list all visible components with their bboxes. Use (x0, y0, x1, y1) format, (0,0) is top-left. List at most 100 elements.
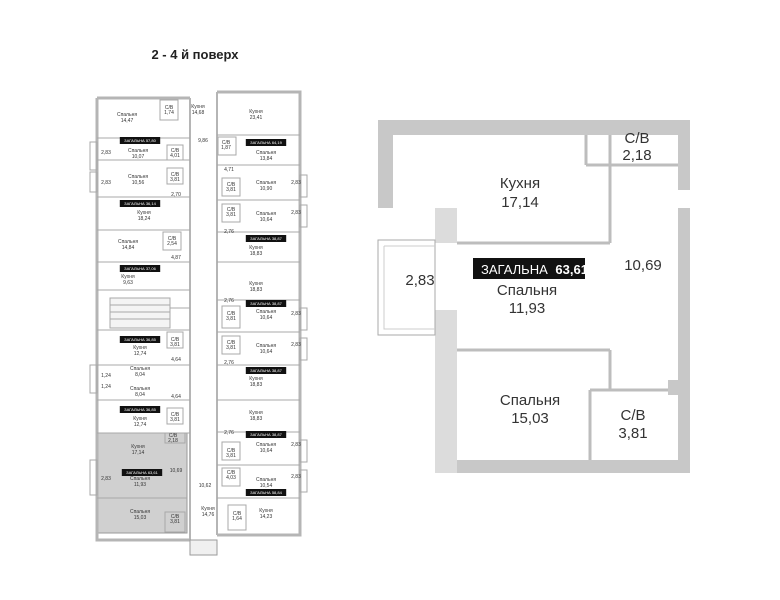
plan-label-west-u4_side: 4,64 (171, 357, 181, 363)
balcony-area: 2,83 (405, 272, 434, 289)
plan-label-east-e4_kit_a: 18,83 (250, 287, 263, 293)
plan-label-west-u2_kit_a: 18,24 (138, 216, 151, 222)
plan-label-west-u1_bed_a: 14,47 (121, 118, 134, 124)
plan-label-west-u3_kit_a: 9,63 (123, 280, 133, 286)
plan-label-east-e7_kit: Кухня (259, 508, 273, 514)
kitchen-name: Кухня (500, 175, 540, 192)
plan-label-east-e6_bath_a: 3,81 (226, 453, 236, 459)
plan-label-west-u2_balc: 2,83 (101, 180, 111, 186)
plan-label-east-e5_mid: 2,76 (224, 360, 234, 366)
plan-label-center-kit_b_a: 14,76 (202, 512, 215, 518)
plan-label-west-u6_bath2: С/В (171, 514, 180, 520)
plan-label-east-e6_bed: Спальня (256, 442, 276, 448)
selected-apartment-highlight[interactable] (96, 432, 188, 534)
plan-label-west-u3_total: ЗАГАЛЬНА 37,06 (124, 266, 156, 271)
plan-label-west-u1_total: ЗАГАЛЬНА 57,80 (124, 138, 156, 143)
plan-label-west-u1_bath_a: 1,74 (164, 110, 174, 116)
plan-label-west-u3_bed: Спальня (118, 239, 138, 245)
plan-label-west-u5_kit: Кухня (133, 416, 147, 422)
plan-label-west-u6_bath_a: 2,18 (168, 438, 178, 444)
plan-label-east-e1_total: ЗАГАЛЬНА 64,19 (250, 140, 282, 145)
total-area-badge-mini (119, 200, 161, 207)
plan-label-west-u3_bed_a: 14,84 (122, 245, 135, 251)
plan-label-east-e4_kit: Кухня (249, 281, 263, 287)
plan-label-west-u1_bath2_a: 4,01 (170, 153, 180, 159)
plan-label-east-e5_total: ЗАГАЛЬНА 38,87 (250, 368, 282, 373)
plan-label-east-e7_balc: 2,83 (291, 474, 301, 480)
plan-label-west-u6_kit_a: 17,14 (132, 450, 145, 456)
total-area-badge-mini (119, 265, 161, 272)
plan-label-east-e3_bed: Спальня (256, 211, 276, 217)
plan-label-east-e2_bath_a: 3,81 (226, 187, 236, 193)
plan-label-center-c2: 10,62 (199, 483, 212, 489)
plan-label-west-u6_balc: 2,83 (101, 476, 111, 482)
plan-label-west-u3_kit: Кухня (121, 274, 135, 280)
plan-label-east-e7_bed: Спальня (256, 477, 276, 483)
plan-label-east-e2_bed: Спальня (256, 180, 276, 186)
plan-label-east-e7_bath2: С/В (233, 511, 242, 517)
plan-label-west-u5_total: ЗАГАЛЬНА 36,85 (124, 407, 156, 412)
plan-label-west-u2_kit: Кухня (137, 210, 151, 216)
plan-label-west-u3_bath_a: 2,54 (167, 241, 177, 247)
plan-label-east-e3_bed_a: 10,64 (260, 217, 273, 223)
apartment-detail-plan (377, 120, 690, 473)
plan-label-east-e5_bath_a: 3,81 (226, 345, 236, 351)
plan-label-east-e5_kit: Кухня (249, 376, 263, 382)
plan-label-west-u3_bath: С/В (168, 236, 177, 242)
plan-label-center-kit_a: 14,68 (192, 110, 205, 116)
plan-label-east-e4_bed: Спальня (256, 309, 276, 315)
total-area-badge: ЗАГАЛЬНА 63,61 (473, 258, 588, 279)
plan-label-east-e4_bath_a: 3,81 (226, 316, 236, 322)
plan-label-west-u4_kit: Кухня (133, 345, 147, 351)
plan-label-west-u6_total: ЗАГАЛЬНА 63,61 (126, 470, 158, 475)
plan-label-east-e3_bath_a: 3,81 (226, 212, 236, 218)
plan-label-east-e1_bed_a: 13,84 (260, 156, 273, 162)
plan-label-east-e3_kit: Кухня (249, 245, 263, 251)
plan-label-west-u5_balc: 1,24 (101, 384, 111, 390)
plan-label-east-e7_kit_a: 14,23 (260, 514, 273, 520)
plan-label-west-u2_total: ЗАГАЛЬНА 36,14 (124, 201, 156, 206)
plan-label-west-u2_bed_a: 10,56 (132, 180, 145, 186)
plan-label-east-e7_bath_a: 4,03 (226, 475, 236, 481)
building-floor-plan (89, 90, 308, 556)
bath-bottom-name: С/В (620, 407, 645, 424)
plan-label-west-u5_bath: С/В (171, 412, 180, 418)
plan-label-center-c1: 9,86 (198, 138, 208, 144)
kitchen-area: 17,14 (501, 194, 539, 211)
total-area-badge-mini (245, 431, 287, 438)
plan-label-west-u2_mid: 2,70 (171, 192, 181, 198)
bedroom1-name: Спальня (497, 282, 557, 299)
total-area-badge-mini (119, 137, 161, 144)
total-value: 63,61 (555, 262, 588, 277)
bedroom2-area: 15,03 (511, 410, 549, 427)
plan-label-east-e2_bath: С/В (227, 182, 236, 188)
plan-label-center-kit: Кухня (191, 104, 205, 110)
plan-label-east-e5_kit_a: 18,83 (250, 382, 263, 388)
plan-label-west-u6_bath: С/В (169, 433, 178, 439)
plan-label-west-u1_bath: С/В (165, 105, 174, 111)
plan-label-east-e7_bed_a: 10,54 (260, 483, 273, 489)
floor-title: 2 - 4 й поверх (151, 47, 239, 62)
plan-label-east-e6_kit: Кухня (249, 410, 263, 416)
plan-label-east-e6_bath: С/В (227, 448, 236, 454)
plan-label-west-u4_bed: Спальня (130, 366, 150, 372)
plan-label-west-u4_bed_a: 8,04 (135, 372, 145, 378)
total-area-badge-mini (245, 300, 287, 307)
plan-label-west-u5_bed_a: 8,04 (135, 392, 145, 398)
plan-label-west-u2_bed: Спальня (128, 174, 148, 180)
plan-label-east-e2_balc: 2,83 (291, 180, 301, 186)
svg-text:ЗАГАЛЬНА 63,61: ЗАГАЛЬНА 63,61 (481, 262, 588, 277)
total-area-badge-mini (245, 489, 287, 496)
living-area: 10,69 (624, 257, 662, 274)
bedroom1-area: 11,93 (509, 300, 545, 317)
total-label: ЗАГАЛЬНА (481, 262, 548, 277)
plan-label-east-e3_mid: 2,76 (224, 229, 234, 235)
plan-label-east-e1_bath: С/В (222, 140, 231, 146)
plan-label-west-u4_bath: С/В (171, 337, 180, 343)
plan-label-east-e6_mid: 2,76 (224, 430, 234, 436)
plan-label-east-e6_kit_a: 18,83 (250, 416, 263, 422)
total-area-badge-mini (119, 406, 161, 413)
total-area-badge-mini (119, 336, 161, 343)
